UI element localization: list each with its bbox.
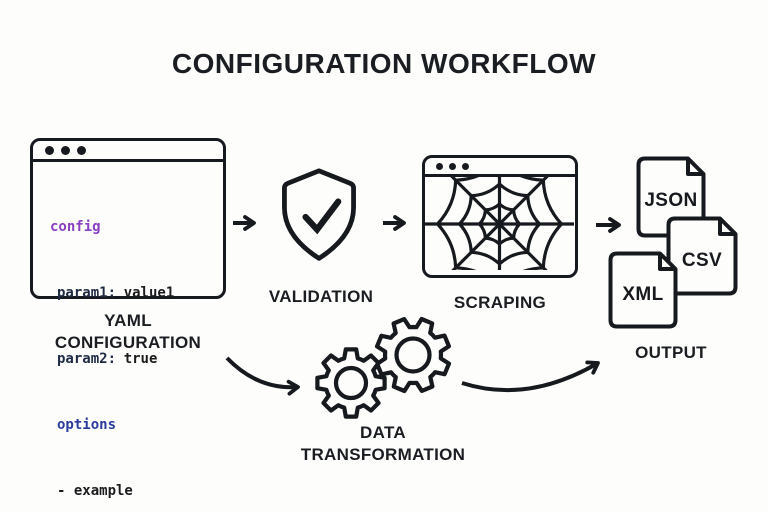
yaml-configuration-label: YAML CONFIGURATION [54, 311, 202, 352]
file-label: XML [622, 283, 664, 305]
yaml-editor-window: config param1:value1 param2:true options… [30, 138, 226, 499]
gear-large [315, 347, 387, 419]
file-label: CSV [681, 249, 723, 271]
data-transformation-label: DATA TRANSFORMATION [300, 423, 466, 464]
file-icon-csv: CSV [666, 216, 738, 296]
code-area: config param1:value1 param2:true options… [33, 162, 223, 512]
gear-small-hole [394, 336, 432, 374]
gears-icon [315, 316, 452, 419]
shield-icon [282, 168, 356, 261]
code-line: options [57, 417, 117, 433]
file-label: JSON [644, 190, 698, 212]
curved-arrow-yaml-to-transformation [225, 356, 300, 396]
window-titlebar [425, 158, 575, 177]
window-dot [462, 162, 469, 170]
window-dot [45, 145, 54, 155]
window-dot [77, 145, 86, 155]
window-dot [436, 162, 443, 170]
spider-web-icon [425, 177, 575, 270]
gear-small [374, 316, 452, 394]
code-line: config [50, 219, 101, 235]
scraper-browser-window [422, 155, 578, 278]
document-icon [608, 251, 678, 329]
code-line: param1:value1 [57, 285, 175, 301]
code-line: param2:true [57, 351, 158, 367]
validation-label: VALIDATION [268, 287, 374, 306]
scraping-label: SCRAPING [453, 293, 547, 312]
output-label: OUTPUT [635, 343, 707, 362]
file-icon-xml: XML [608, 251, 678, 329]
curved-arrow-transformation-to-output [461, 360, 600, 393]
browser-content [425, 177, 575, 270]
checkmark-icon [302, 198, 342, 235]
window-titlebar [33, 141, 223, 162]
window-dot [61, 145, 70, 155]
window-dot [449, 162, 456, 170]
gear-large-hole [333, 365, 369, 401]
code-line: - example [57, 483, 133, 499]
page-title: CONFIGURATION WORKFLOW [171, 48, 597, 79]
